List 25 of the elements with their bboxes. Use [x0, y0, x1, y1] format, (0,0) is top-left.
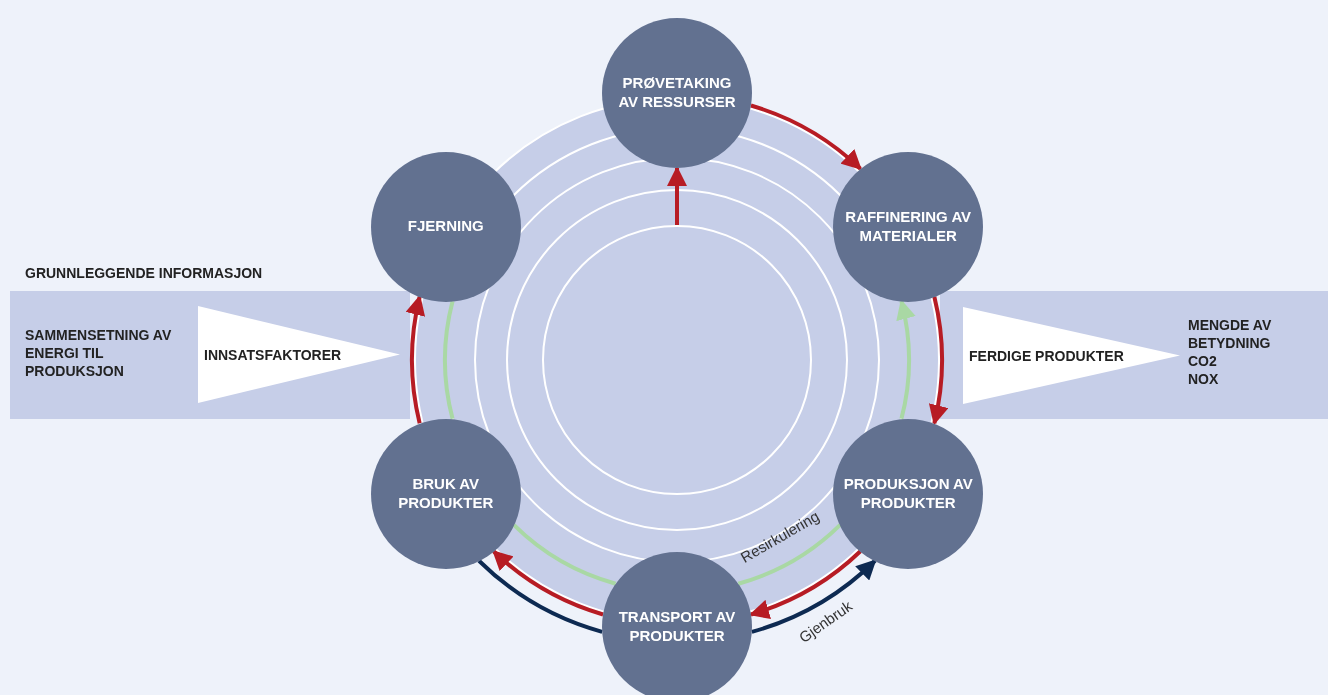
- triangle-arrow-shape: [198, 306, 400, 403]
- arrow: [406, 294, 427, 424]
- arrow-text: FERDIGE PRODUKTER: [968, 347, 1124, 364]
- arrow: [667, 166, 687, 225]
- stage-label: PRODUKSJON AV PRODUKTER: [843, 474, 974, 513]
- stage-label: TRANSPORT AV PRODUKTER: [617, 608, 737, 646]
- band-text: SAMMENSETNING AV ENERGI TIL PRODUKSJON: [25, 326, 173, 381]
- info-band: [940, 291, 1328, 419]
- arrow-text: INNSATSFAKTORER: [203, 346, 342, 363]
- stage-label: FJERNING: [406, 217, 485, 236]
- arrow: [749, 549, 862, 618]
- arrow: [751, 559, 877, 634]
- band-text: NOX: [1188, 370, 1220, 389]
- band-text: CO2: [1188, 352, 1218, 371]
- stage-label: PRØVETAKING AV RESSURSER: [617, 74, 737, 112]
- stage-circle: [370, 418, 521, 569]
- arrow: [927, 296, 948, 426]
- arrow: [750, 103, 862, 171]
- triangle-arrow-shape: [963, 307, 1180, 404]
- band-text: MENGDE AV BETYDNING: [1188, 316, 1273, 353]
- stage-label: RAFFINERING AV MATERIALER: [844, 207, 973, 246]
- band-heading: GRUNNLEGGENDE INFORMASJON: [25, 265, 263, 281]
- arrow: [895, 299, 915, 420]
- arrow: [492, 549, 604, 617]
- stage-label: BRUK AV PRODUKTER: [397, 474, 495, 513]
